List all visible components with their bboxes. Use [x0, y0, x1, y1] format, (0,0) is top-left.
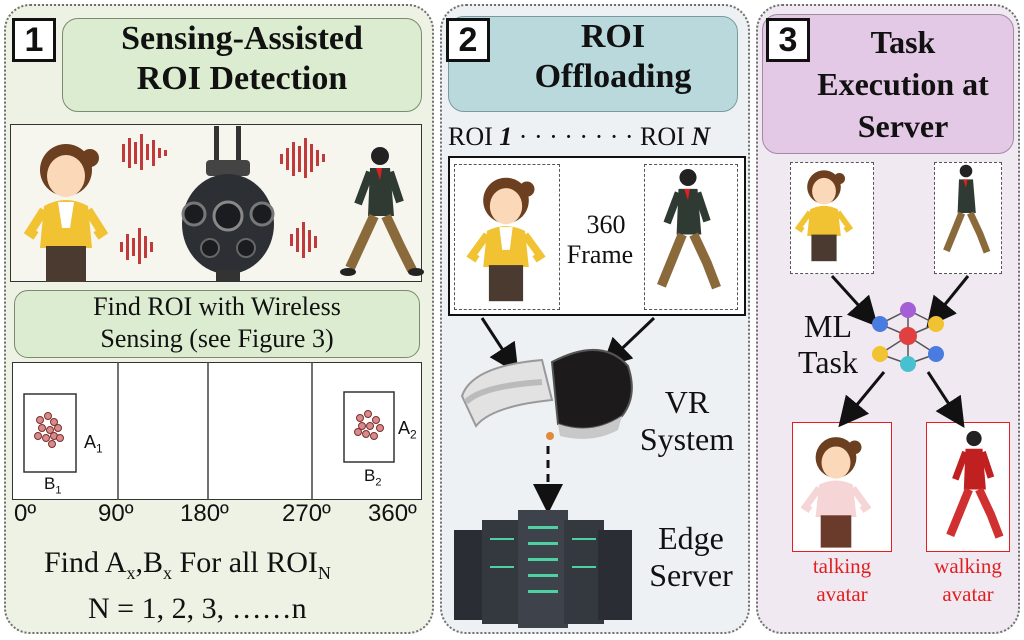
output1-line2: avatar — [816, 582, 868, 606]
panel3-title-line2: Execution at — [817, 66, 989, 102]
edge-server-label: Edge Server — [636, 520, 746, 594]
output-walking-label: walking avatar — [920, 552, 1016, 608]
panel1-subtitle-line1: Find ROI with Wireless — [93, 292, 341, 321]
edge-label-line2: Server — [649, 557, 733, 593]
angle-tick-90: 90º — [98, 500, 134, 527]
talking-avatar-figure — [800, 437, 872, 548]
panel3-title-line3: Server — [857, 108, 949, 144]
angle-tick-270: 270º — [282, 500, 331, 527]
output1-line1: talking — [812, 554, 872, 578]
arrow-ml-to-output2 — [926, 371, 965, 429]
arrow-woman-to-vr — [480, 317, 519, 375]
angle-tick-360: 360º — [368, 500, 417, 527]
step-number-3: 3 — [766, 18, 810, 62]
step-number-1: 1 — [12, 18, 56, 62]
sensing-point-cluster-2 — [354, 410, 384, 440]
vr-label-line2: System — [639, 421, 735, 457]
panel-task-execution: Task Execution at Server 3 — [756, 4, 1020, 634]
panel1-title-line1: Sensing-Assisted — [121, 20, 363, 57]
woman-figure — [466, 177, 546, 302]
edge-label-line1: Edge — [658, 520, 724, 556]
formula-range: N = 1, 2, 3, ……n — [88, 592, 307, 625]
angle-tick-0: 0º — [14, 500, 37, 527]
roi-angle-map-art — [23, 362, 395, 500]
panel1-title: Sensing-Assisted ROI Detection — [62, 18, 422, 112]
panel2-title: ROI Offloading — [448, 16, 738, 112]
output2-line2: avatar — [942, 582, 994, 606]
roi-sequence: ROI 1 · · · · · · · · ROI N — [448, 122, 711, 151]
ml-label-line2: Task — [798, 344, 858, 380]
neural-network-icon — [872, 302, 944, 372]
server-rack-icon — [454, 510, 632, 628]
vr-system-label: VR System — [632, 384, 742, 458]
walking-man-figure — [657, 168, 721, 290]
output-talking-label: talking avatar — [790, 552, 894, 608]
ml-label-line1: ML — [804, 308, 852, 344]
panel2-title-line2: Offloading — [534, 58, 692, 95]
frame-label-line1: 360 — [586, 210, 626, 239]
offloading-flow-art — [454, 316, 656, 628]
walking-man-figure — [943, 164, 991, 254]
angle-tick-180: 180º — [180, 500, 229, 527]
360-camera-icon — [181, 126, 275, 282]
sensing-scene-art — [23, 126, 424, 282]
arrow-input2-to-ml — [926, 275, 970, 328]
label-b2: B2 — [364, 466, 382, 489]
frame-label: 360 Frame — [567, 210, 636, 270]
arrow-man-to-vr — [601, 316, 656, 369]
label-b1: B1 — [44, 474, 62, 497]
vr-headset-icon — [460, 349, 633, 440]
ml-task-label: ML Task — [788, 308, 868, 380]
panel1-subtitle: Find ROI with Wireless Sensing (see Figu… — [14, 290, 420, 358]
sensing-point-cluster-1 — [34, 412, 64, 448]
panel1-subtitle-line2: Sensing (see Figure 3) — [100, 324, 334, 353]
label-a1: A1 — [84, 432, 103, 456]
woman-figure — [23, 144, 109, 282]
vr-label-line1: VR — [664, 384, 710, 420]
walking-avatar-figure — [946, 430, 1004, 539]
walking-man-figure — [340, 147, 424, 276]
panel-roi-offloading: 2 ROI Offloading 2 ROI 1 · · · · · · · ·… — [440, 4, 750, 634]
label-a2: A2 — [398, 418, 417, 442]
panel3-title-line1: Task — [870, 24, 936, 60]
panel-roi-detection: 1 Sensing-Assisted ROI Detection — [4, 4, 434, 634]
arrow-ml-to-output1 — [838, 371, 886, 428]
wireless-signal-waves — [120, 134, 325, 264]
step-number-2-badge: 2 — [446, 18, 490, 62]
output2-line1: walking — [934, 554, 1002, 578]
task-execution-art — [794, 164, 1004, 548]
panel2-title-line1: ROI — [580, 18, 646, 55]
formula-find-roi: Find Ax,Bx For all ROIN — [44, 546, 331, 583]
panel1-title-line2: ROI Detection — [136, 60, 348, 97]
arrow-input1-to-ml — [830, 274, 879, 327]
360-frame-art — [466, 168, 721, 302]
frame-label-line2: Frame — [566, 240, 634, 269]
woman-figure — [794, 170, 854, 262]
